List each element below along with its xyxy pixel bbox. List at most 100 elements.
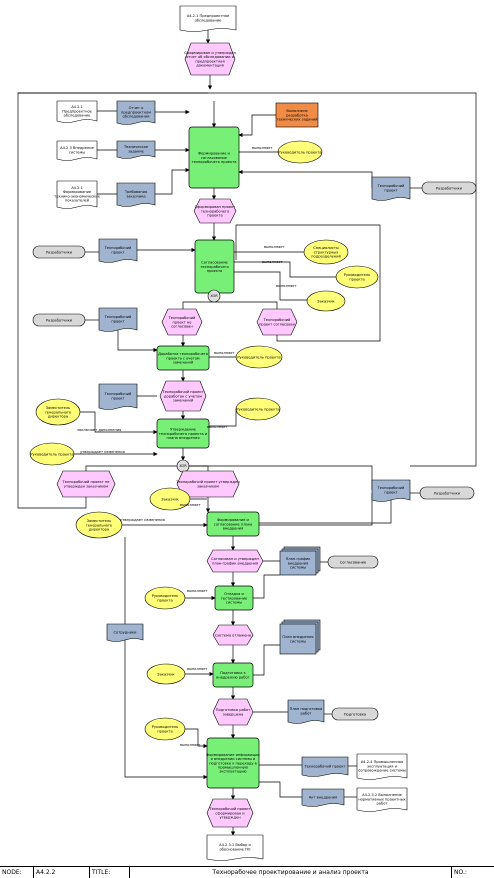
node-label-term-z2: Разработчики [46, 318, 73, 322]
node-ev-top [184, 42, 236, 76]
edge-label: выполняет [276, 284, 297, 288]
node-f8 [206, 737, 260, 789]
node-ref3 [56, 180, 98, 209]
node-ell-pm2 [335, 265, 379, 289]
node-label-term-pod: Подготовка [344, 712, 366, 716]
node-term-pr [421, 181, 477, 195]
footer-no-label: NO.: [454, 869, 467, 876]
edge-label: выполняет [262, 260, 283, 264]
node-ev7 [176, 470, 240, 498]
node-label-doc-ref5: Сотрудники [114, 630, 138, 634]
node-ev6 [56, 470, 116, 498]
node-ell-pm6 [144, 586, 186, 610]
node-label-ell-zak1: Заказчик [317, 299, 335, 303]
node-f3 [156, 345, 210, 371]
node-term-z2 [32, 313, 86, 327]
node-ell-spec [303, 239, 349, 265]
node-doc-plan [301, 756, 349, 777]
node-ev11 [206, 798, 254, 828]
node-f1 [188, 126, 240, 189]
edge-label: выполняет [187, 667, 208, 671]
node-ref-out2 [356, 787, 408, 812]
footer-title-value: Технорабочее проектирование и анализ про… [130, 867, 452, 878]
node-doc-akt [301, 788, 345, 807]
node-label-ell-zak2: Заказчик [161, 497, 179, 501]
node-ell-pm7 [144, 717, 186, 741]
node-doc3 [116, 182, 156, 207]
node-f7 [212, 662, 254, 688]
node-doc1 [116, 100, 156, 125]
node-doc-tp1 [371, 176, 411, 201]
node-bottom-ref [206, 834, 264, 861]
node-ev5 [159, 380, 207, 412]
node-xor1 [207, 289, 221, 303]
node-ev8 [206, 549, 264, 573]
node-ell-pm5 [29, 442, 75, 466]
node-label-doc-akt: Акт внедрения [309, 795, 337, 799]
node-doc-pod [287, 699, 325, 724]
edge-label: выполняет [207, 425, 228, 429]
node-ell-zam [35, 398, 81, 426]
node-ref-out1 [356, 753, 408, 780]
node-ell-zak1 [306, 290, 346, 312]
node-f4 [156, 418, 210, 449]
edge-label: заключает дополнения [77, 428, 121, 432]
node-label-ell-pm1: Руководитель проекта [278, 150, 321, 154]
edge-label: утверждает изменения [80, 450, 125, 454]
node-term-z1 [32, 245, 86, 259]
node-ev4 [256, 308, 298, 336]
node-term-pod [331, 707, 379, 721]
edge-label: выполняет [187, 589, 208, 593]
edge-label: выполняет [252, 146, 273, 150]
node-label-ell-zak3: Заказчик [157, 672, 175, 676]
node-ell-zam2 [75, 511, 123, 539]
node-ev3 [161, 308, 203, 336]
edge-label: выполняет [264, 245, 285, 249]
node-doc-ref5 [106, 623, 144, 642]
node-ref2 [56, 140, 98, 161]
node-ell-pm1 [277, 140, 323, 164]
edge-label: выполняет [180, 503, 201, 507]
diagram-footer: NODE: A4.2.2 TITLE: Технорабочее проекти… [0, 866, 494, 878]
node-label-term-sogl: Согласование [340, 560, 367, 564]
footer-node-label: NODE: [0, 867, 34, 878]
node-term-r2 [419, 486, 475, 500]
node-top-ref [179, 5, 237, 32]
node-doc-tp4 [98, 383, 138, 410]
node-ev10 [212, 698, 254, 726]
node-doc-tp3 [98, 307, 138, 332]
